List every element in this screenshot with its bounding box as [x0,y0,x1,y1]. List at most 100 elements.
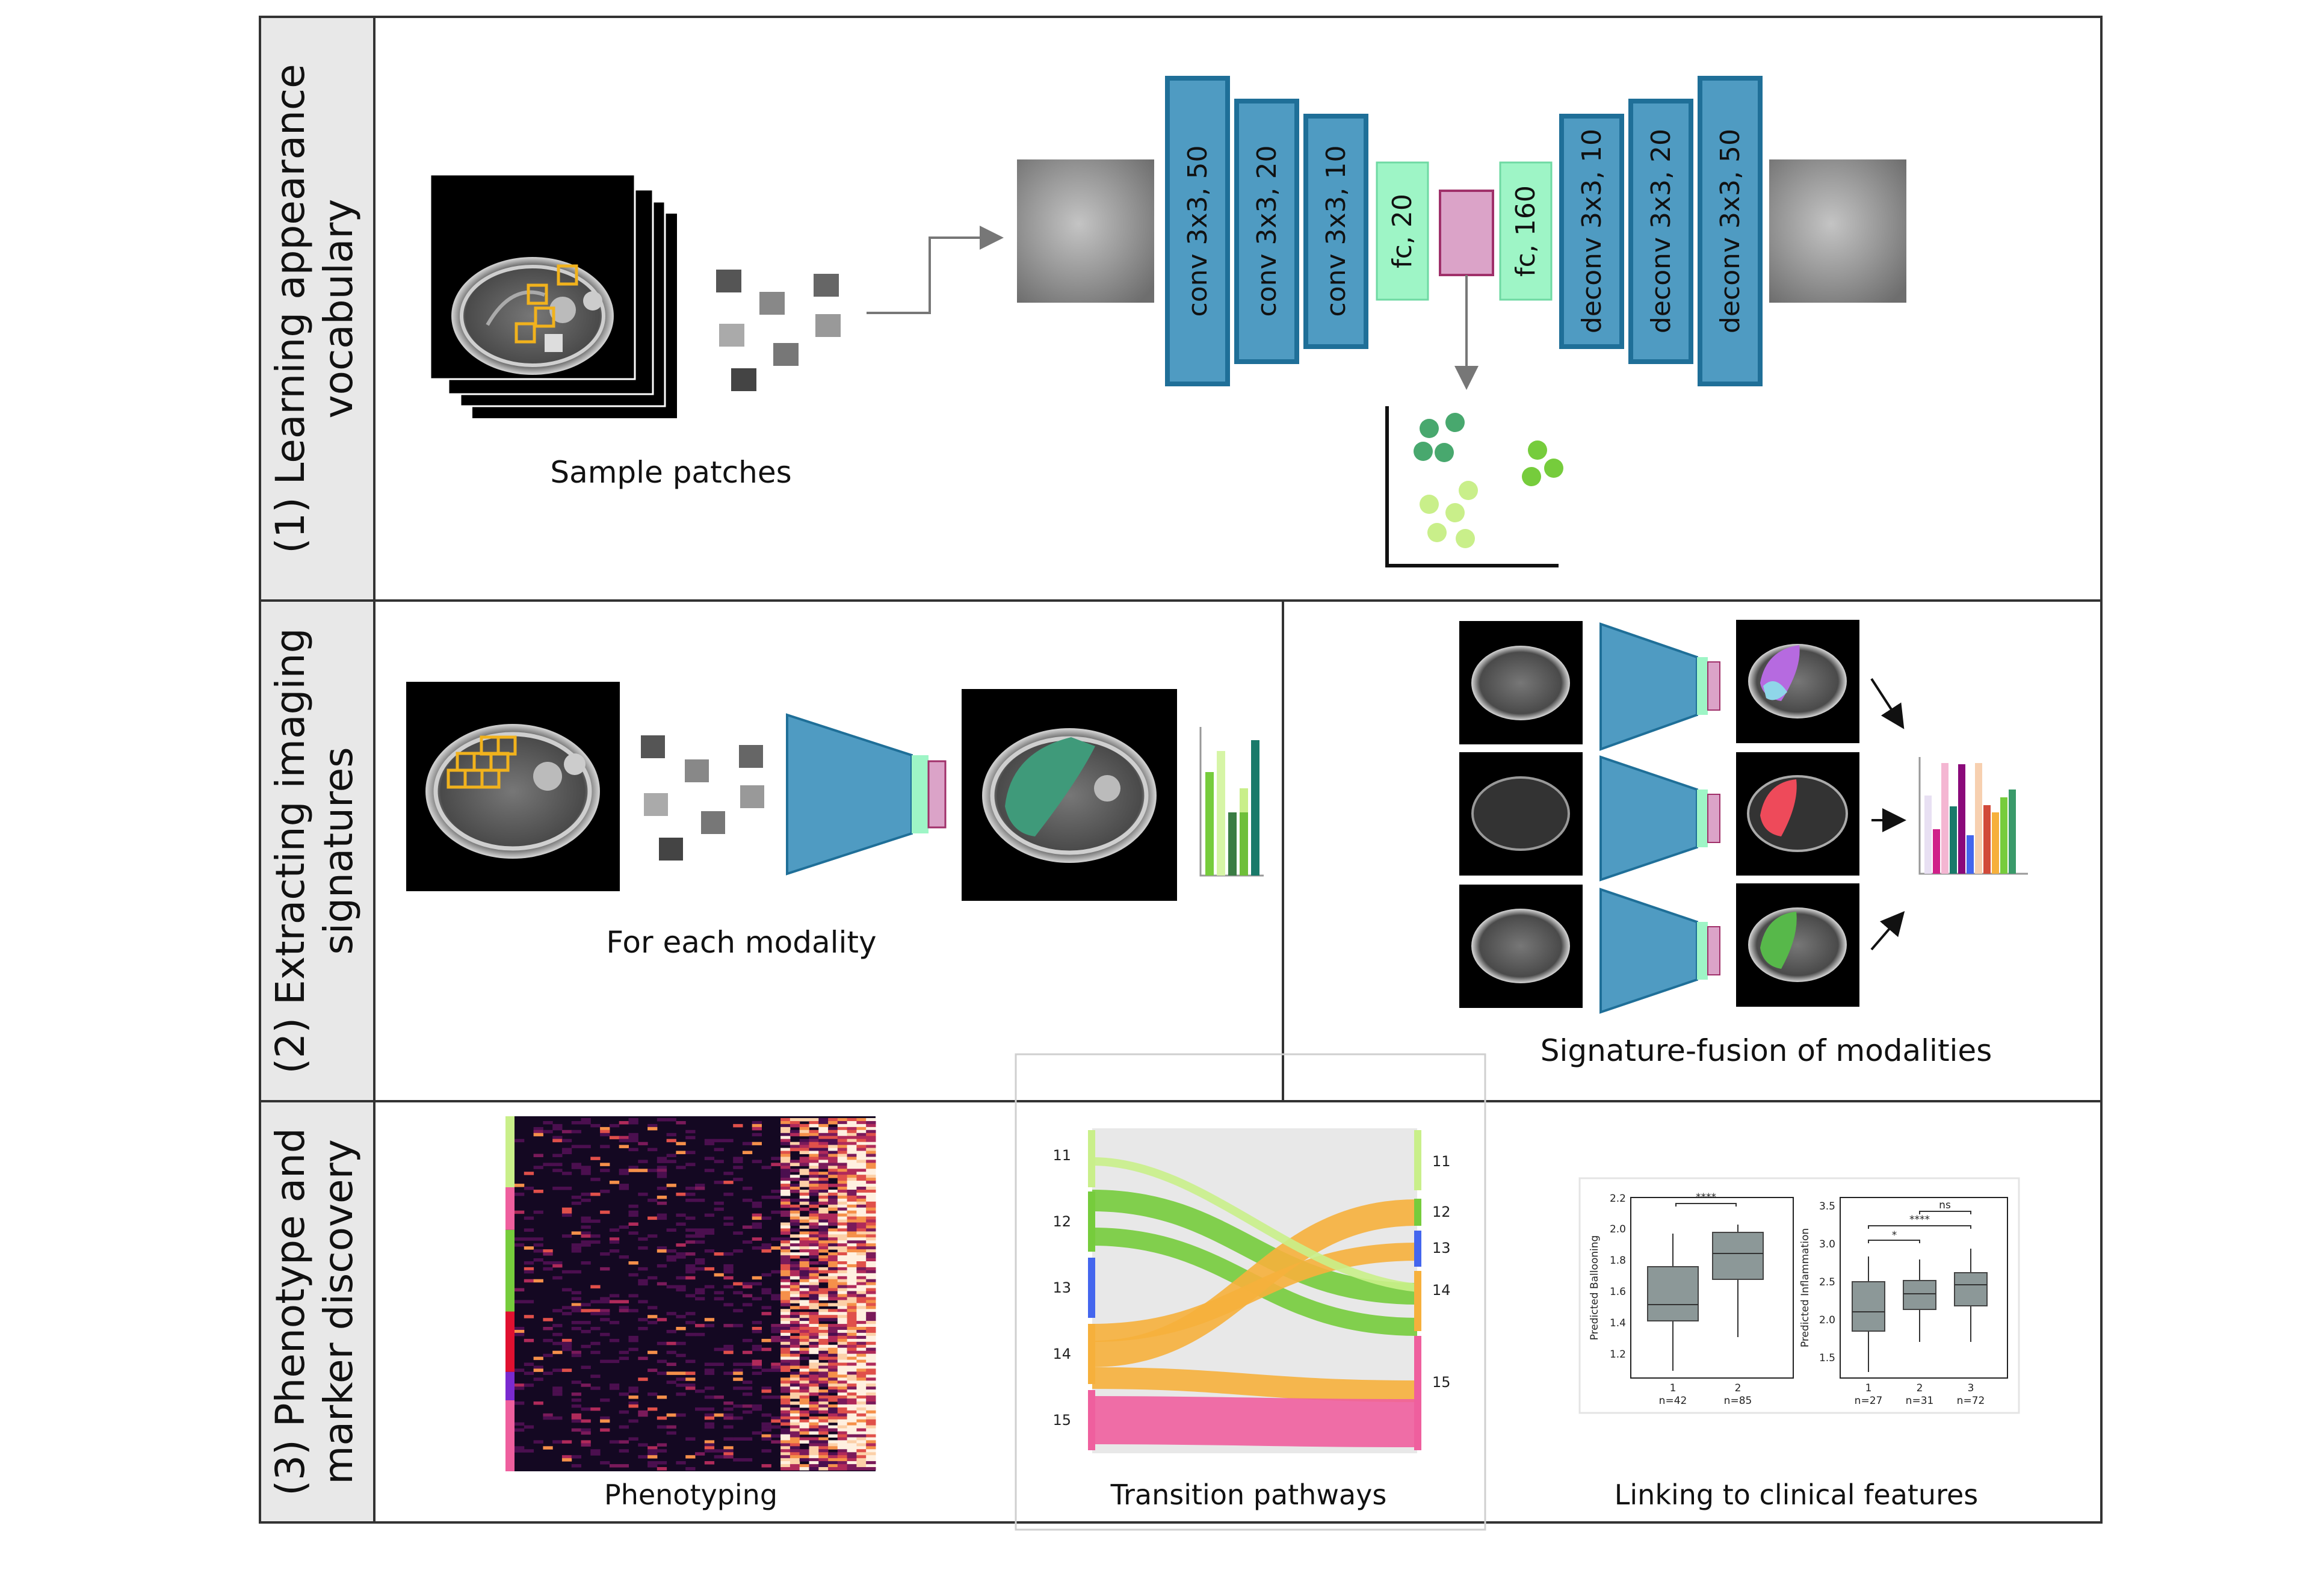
heatmap-cell [847,1416,857,1420]
heatmap-cell [676,1142,686,1146]
heatmap-cell [837,1169,848,1172]
heatmap-cell [571,1195,581,1199]
heatmap-cell [647,1446,658,1450]
heatmap-cell [856,1154,867,1157]
heatmap-cell [628,1169,638,1172]
heatmap-cell [515,1386,525,1390]
heatmap-cell [847,1321,857,1324]
heatmap-cell [837,1187,848,1190]
heatmap-cell [818,1210,829,1214]
heatmap-cell [809,1365,819,1369]
heatmap-cell [543,1413,553,1417]
heatmap-cell [685,1216,696,1220]
heatmap-cell [561,1129,572,1134]
heatmap-cluster-band [505,1229,515,1312]
heatmap-cell [619,1392,629,1396]
heatmap-cell [866,1374,876,1378]
heatmap-cell [704,1422,715,1426]
heatmap-cell [847,1270,857,1274]
heatmap-cell [552,1386,563,1390]
heatmap-cell [581,1407,591,1411]
heatmap-cell [790,1437,800,1441]
heatmap-cell [600,1129,610,1134]
heatmap-cell [647,1126,658,1131]
heatmap-cell [742,1285,753,1289]
heatmap-cell [837,1315,848,1318]
heatmap-cell [856,1464,867,1468]
heatmap-cell [666,1184,676,1187]
heatmap-cell [752,1160,762,1163]
heatmap-cell [780,1160,791,1163]
heatmap-cell [818,1240,829,1244]
heatmap-cell [657,1416,667,1420]
heatmap-cell [571,1380,581,1384]
heatmap-cell [856,1404,867,1408]
heatmap-cell [515,1446,525,1450]
heatmap-cell [866,1154,876,1157]
heatmap-cell [742,1362,753,1366]
heatmap-cell [818,1467,829,1471]
heatmap-cell [647,1321,658,1324]
heatmap-cell [828,1216,838,1220]
heatmap-cell [790,1312,800,1315]
heatmap-cell [704,1371,715,1375]
heatmap-cell [752,1327,762,1330]
heatmap-cell [609,1383,620,1387]
heatmap-cell [799,1401,809,1405]
heatmap-cell [856,1172,867,1175]
heatmap-cell [723,1181,734,1184]
heatmap-cell [847,1228,857,1232]
heatmap-cell [866,1464,876,1468]
heatmap-cell [809,1181,819,1184]
heatmap-cell [847,1395,857,1399]
heatmap-cell [799,1129,809,1134]
heatmap-cell [847,1231,857,1235]
heatmap-cell [856,1225,867,1229]
heatmap-cell [809,1210,819,1214]
svg-text:1.2: 1.2 [1610,1349,1626,1361]
heatmap-cell [866,1455,876,1459]
heatmap-cell [837,1398,848,1402]
heatmap-cell [856,1338,867,1343]
heatmap-cell [524,1172,534,1175]
heatmap-cell [809,1377,819,1381]
heatmap-cell [780,1166,791,1169]
heatmap-cell [828,1184,838,1187]
heatmap-cell [866,1136,876,1140]
heatmap-cell [657,1160,667,1163]
heatmap-cell [704,1446,715,1450]
heatmap-cell [761,1288,771,1292]
heatmap-cell [866,1404,876,1408]
svg-text:1.5: 1.5 [1819,1352,1835,1364]
heatmap-cell [818,1192,829,1196]
heatmap-cell [533,1237,543,1241]
heatmap-cell [837,1377,848,1381]
heatmap-cell [780,1192,791,1196]
heatmap-cell [847,1362,857,1366]
heatmap-cell [837,1368,848,1372]
heatmap-cell [818,1332,829,1337]
heatmap-cell [647,1169,658,1172]
heatmap-cell [809,1252,819,1256]
heatmap-cell [609,1294,620,1297]
heatmap-cell [571,1404,581,1408]
heatmap-cell [628,1136,638,1140]
heatmap-cell [856,1374,867,1378]
heatmap-cell [847,1264,857,1268]
heatmap-cell [866,1255,876,1259]
heatmap-cell [742,1225,753,1229]
heatmap-cell [799,1282,809,1286]
heatmap-cell [561,1234,572,1238]
heatmap-cell [628,1347,638,1352]
heatmap-cell [714,1347,724,1352]
heatmap-cell [828,1347,838,1352]
heatmap-cell [524,1425,534,1429]
heatmap-cell [847,1309,857,1312]
heatmap-cell [866,1291,876,1294]
heatmap-cell [714,1207,724,1211]
heatmap-cell [515,1210,525,1214]
heatmap-cell [866,1395,876,1399]
heatmap-cell [856,1160,867,1163]
heatmap-cell [600,1190,610,1193]
heatmap-cell [790,1383,800,1387]
